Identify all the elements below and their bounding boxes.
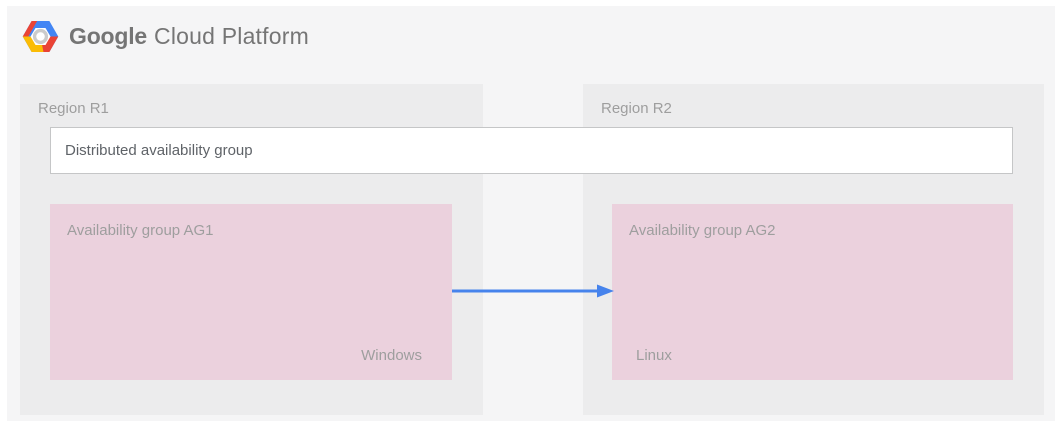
- availability-group-ag2-label: Availability group AG2: [629, 222, 776, 239]
- availability-group-ag1-box: Availability group AG1 Windows: [50, 204, 452, 380]
- brand-secondary: Cloud Platform: [154, 22, 309, 49]
- availability-group-ag1-label: Availability group AG1: [67, 222, 214, 239]
- google-cloud-platform-icon: [22, 20, 59, 52]
- replication-arrow-icon: [452, 284, 614, 298]
- region-r1-label: Region R1: [38, 100, 109, 117]
- distributed-availability-group-box: Distributed availability group: [50, 127, 1013, 174]
- region-r2-label: Region R2: [601, 100, 672, 117]
- ag1-os-label: Windows: [361, 347, 422, 364]
- distributed-availability-group-label: Distributed availability group: [65, 142, 253, 159]
- brand-primary: Google: [69, 22, 148, 49]
- ag2-os-label: Linux: [636, 347, 672, 364]
- availability-group-ag2-box: Availability group AG2 Linux: [612, 204, 1013, 380]
